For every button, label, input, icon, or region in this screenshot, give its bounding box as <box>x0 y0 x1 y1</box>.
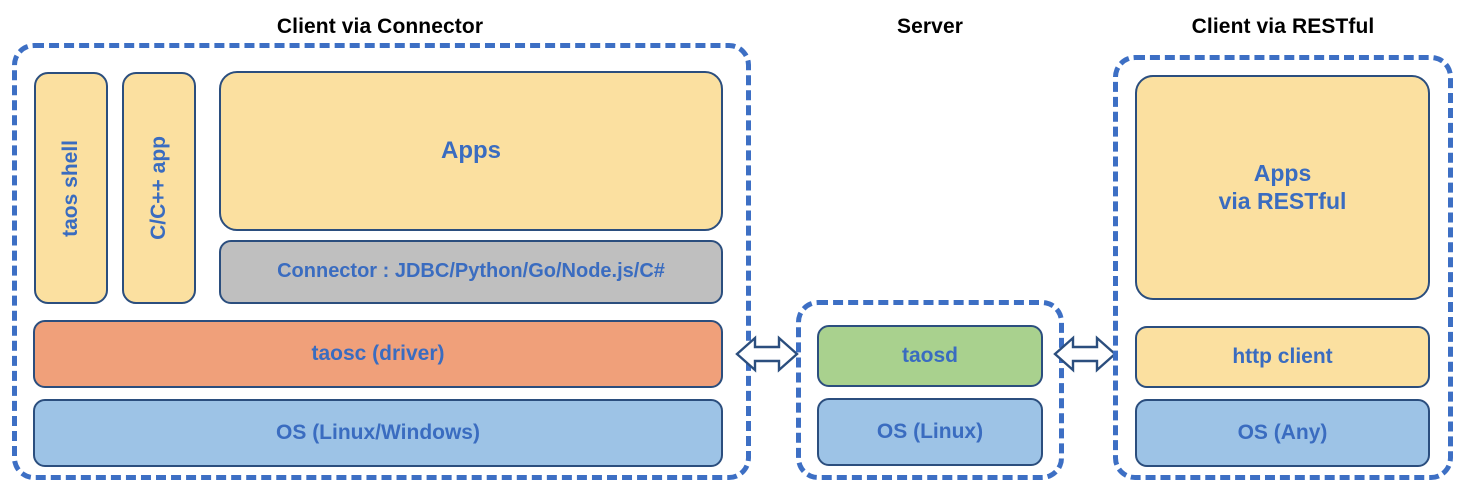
arrow-server-to-restful-client <box>1053 330 1117 378</box>
title-client-via-restful: Client via RESTful <box>1191 15 1375 38</box>
group-client-via-restful <box>1113 55 1453 480</box>
double-headed-arrow-icon <box>735 335 799 373</box>
box-c-cpp-app[interactable]: C/C++ app <box>122 72 196 304</box>
box-connector-label: Connector : JDBC/Python/Go/Node.js/C# <box>277 260 665 283</box>
box-taosc-driver-label: taosc (driver) <box>311 341 445 365</box>
double-headed-arrow-icon <box>1053 335 1117 373</box>
box-taos-shell-label: taos shell <box>58 139 82 237</box>
box-taosc-driver[interactable]: taosc (driver) <box>33 320 723 388</box>
box-os-linux-windows[interactable]: OS (Linux/Windows) <box>33 399 723 467</box>
arrow-client-to-server-left <box>735 330 799 378</box>
box-connector[interactable]: Connector : JDBC/Python/Go/Node.js/C# <box>219 240 723 304</box>
box-taosd-label: taosd <box>901 343 958 367</box>
box-os-linux-label: OS (Linux) <box>876 419 984 443</box>
box-os-linux-windows-label: OS (Linux/Windows) <box>276 420 480 444</box>
box-http-client[interactable]: http client <box>1135 326 1430 388</box>
box-os-any-label: OS (Any) <box>1237 420 1328 444</box>
box-apps-via-restful[interactable]: Apps via RESTful <box>1135 75 1430 300</box>
group-server <box>796 300 1064 480</box>
title-client-via-connector: Client via Connector <box>276 15 484 38</box>
title-server: Server <box>897 15 963 38</box>
box-os-linux[interactable]: OS (Linux) <box>817 398 1043 466</box>
box-taos-shell[interactable]: taos shell <box>34 72 108 304</box>
box-apps-connector[interactable]: Apps <box>219 71 723 231</box>
group-client-via-connector <box>12 43 751 480</box>
box-apps-via-restful-label: Apps via RESTful <box>1218 160 1347 214</box>
box-http-client-label: http client <box>1232 344 1333 368</box>
box-apps-connector-label: Apps <box>441 136 501 164</box>
box-os-any[interactable]: OS (Any) <box>1135 399 1430 467</box>
box-taosd[interactable]: taosd <box>817 325 1043 387</box>
box-c-cpp-app-label: C/C++ app <box>146 136 170 240</box>
